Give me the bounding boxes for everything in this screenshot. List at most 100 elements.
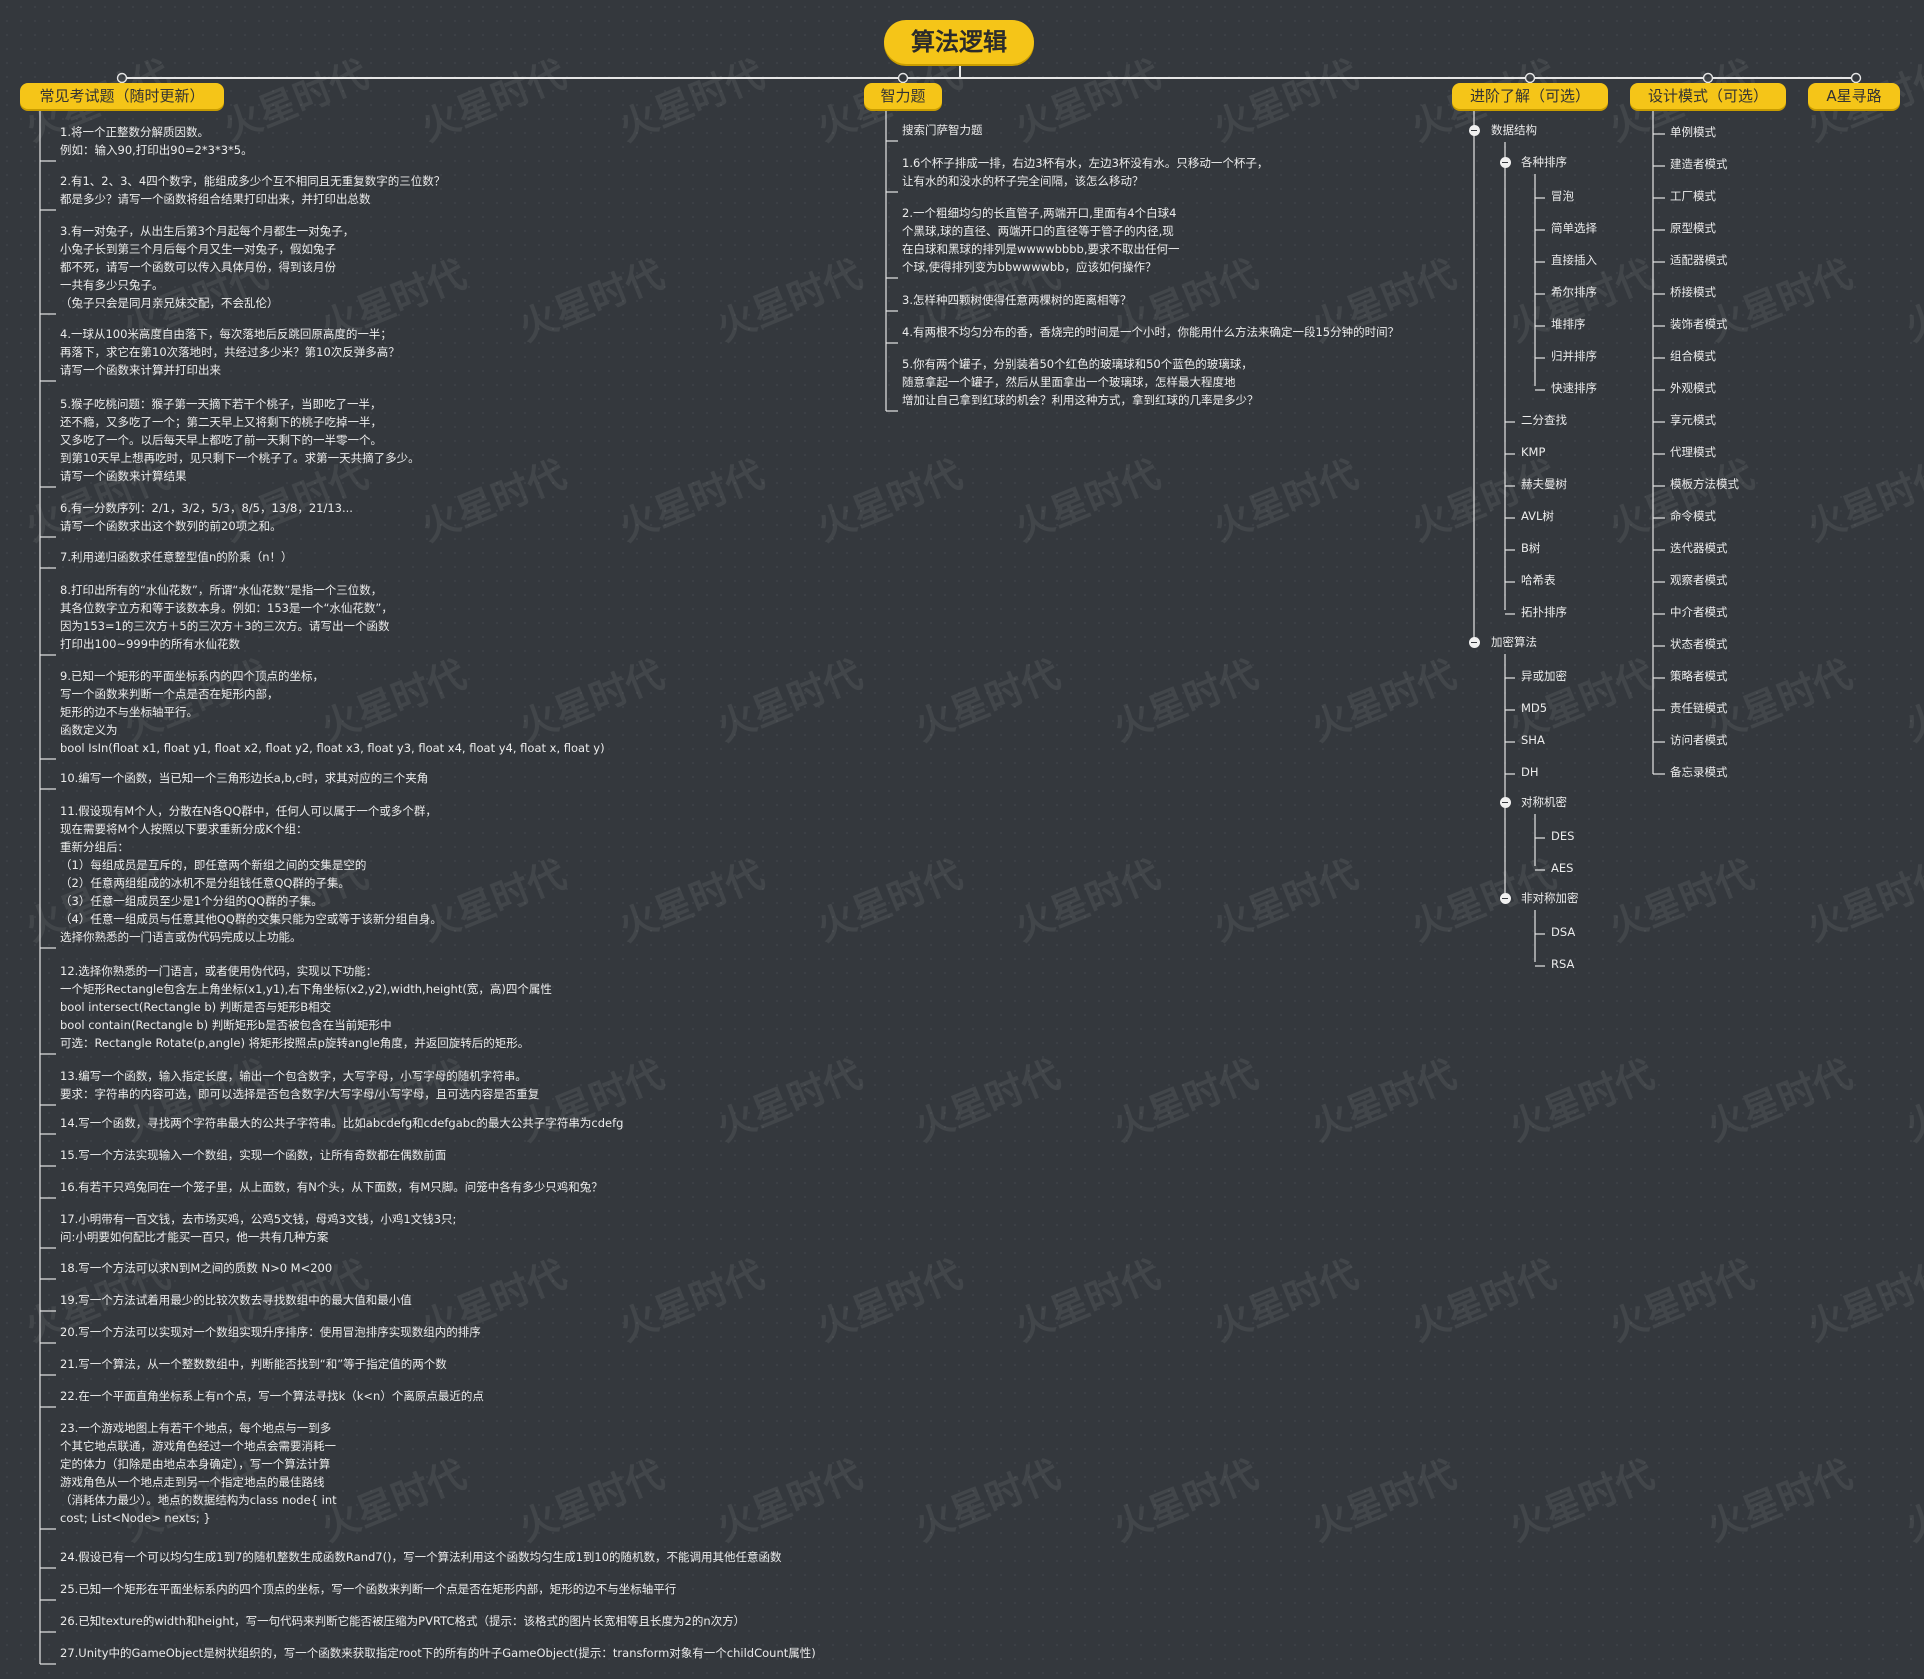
exam-question[interactable]: 25.已知一个矩形在平面坐标系内的四个顶点的坐标，写一个函数来判断一个点是否在矩…: [60, 1580, 676, 1598]
sort-algorithm[interactable]: 直接插入: [1551, 253, 1597, 267]
collapse-toggle-asymmetric[interactable]: [1499, 892, 1511, 904]
data-structure-topic[interactable]: B树: [1521, 541, 1541, 555]
iq-question[interactable]: 1.6个杯子排成一排，右边3杯有水，左边3杯没有水。只移动一个杯子，让有水的和没…: [902, 154, 1268, 190]
exam-question[interactable]: 27.Unity中的GameObject是树状组织的，写一个函数来获取指定roo…: [60, 1644, 816, 1662]
exam-question[interactable]: 5.猴子吃桃问题：猴子第一天摘下若干个桃子，当即吃了一半，还不瘾，又多吃了一个；…: [60, 395, 420, 485]
iq-question-line: 让有水的和没水的杯子完全间隔，该怎么移动？: [902, 174, 1144, 188]
encryption-topic[interactable]: MD5: [1521, 701, 1548, 715]
design-pattern[interactable]: 中介者模式: [1670, 605, 1728, 619]
symmetric-algorithm[interactable]: DES: [1551, 829, 1575, 843]
exam-question[interactable]: 13.编写一个函数，输入指定长度，输出一个包含数字，大写字母，小写字母的随机字符…: [60, 1067, 539, 1103]
design-pattern[interactable]: 建造者模式: [1670, 157, 1728, 171]
exam-question-line: 23.一个游戏地图上有若干个地点，每个地点与一到多: [60, 1421, 332, 1435]
iq-question[interactable]: 4.有两根不均匀分布的香，香烧完的时间是一个小时，你能用什么方法来确定一段15分…: [902, 323, 1399, 341]
exam-question-line: cost; List<Node> nexts; }: [60, 1511, 211, 1525]
exam-question[interactable]: 6.有一分数序列：2/1，3/2，5/3，8/5，13/8，21/13...请写…: [60, 499, 353, 535]
encryption-topic[interactable]: 异或加密: [1521, 669, 1567, 683]
data-structure-topic[interactable]: AVL树: [1521, 509, 1554, 523]
sort-algorithm[interactable]: 希尔排序: [1551, 285, 1597, 299]
design-pattern[interactable]: 组合模式: [1670, 349, 1716, 363]
design-pattern[interactable]: 享元模式: [1670, 413, 1716, 427]
exam-question-line: 游戏角色从一个地点走到另一个指定地点的最佳路线: [60, 1475, 325, 1489]
asymmetric-algorithm[interactable]: RSA: [1551, 957, 1575, 971]
sort-algorithm[interactable]: 归并排序: [1551, 349, 1597, 363]
exam-question[interactable]: 22.在一个平面直角坐标系上有n个点，写一个算法寻找k（k<n）个离原点最近的点: [60, 1387, 484, 1405]
exam-question-line: 到第10天早上想再吃时，见只剩下一个桃子了。求第一天共摘了多少。: [60, 451, 420, 465]
sort-algorithm[interactable]: 冒泡: [1551, 189, 1574, 203]
collapse-toggle-symmetric[interactable]: [1499, 796, 1511, 808]
design-pattern[interactable]: 观察者模式: [1670, 573, 1728, 587]
exam-question-line: 5.猴子吃桃问题：猴子第一天摘下若干个桃子，当即吃了一半，: [60, 397, 382, 411]
exam-question[interactable]: 26.已知texture的width和height，写一句代码来判断它能否被压缩…: [60, 1612, 745, 1630]
root-node[interactable]: 算法逻辑: [884, 20, 1034, 64]
node-asymmetric[interactable]: 非对称加密: [1521, 891, 1579, 905]
exam-question[interactable]: 9.已知一个矩形的平面坐标系内的四个顶点的坐标，写一个函数来判断一个点是否在矩形…: [60, 667, 605, 757]
node-encryption[interactable]: 加密算法: [1491, 635, 1537, 649]
design-pattern[interactable]: 工厂模式: [1670, 189, 1716, 203]
encryption-topic[interactable]: SHA: [1521, 733, 1545, 747]
branch-advanced[interactable]: 进阶了解（可选）: [1452, 83, 1608, 109]
branch-astar[interactable]: A星寻路: [1808, 83, 1900, 109]
sort-algorithm[interactable]: 简单选择: [1551, 221, 1597, 235]
exam-question[interactable]: 16.有若干只鸡兔同在一个笼子里，从上面数，有N个头，从下面数，有M只脚。问笼中…: [60, 1178, 603, 1196]
design-pattern[interactable]: 备忘录模式: [1670, 765, 1728, 779]
exam-question[interactable]: 20.写一个方法可以实现对一个数组实现升序排序：使用冒泡排序实现数组内的排序: [60, 1323, 481, 1341]
exam-question-line: 定的体力（扣除是由地点本身确定），写一个算法计算: [60, 1457, 331, 1471]
design-pattern[interactable]: 迭代器模式: [1670, 541, 1728, 555]
node-symmetric[interactable]: 对称机密: [1521, 795, 1567, 809]
exam-question[interactable]: 21.写一个算法，从一个整数数组中，判断能否找到“和”等于指定值的两个数: [60, 1355, 447, 1373]
branch-exam[interactable]: 常见考试题（随时更新）: [20, 83, 224, 109]
branch-patterns[interactable]: 设计模式（可选）: [1630, 83, 1786, 109]
data-structure-topic[interactable]: KMP: [1521, 445, 1546, 459]
data-structure-topic[interactable]: 拓扑排序: [1521, 605, 1567, 619]
data-structure-topic[interactable]: 哈希表: [1521, 573, 1556, 587]
iq-question[interactable]: 搜索门萨智力题: [902, 121, 983, 139]
data-structure-topic[interactable]: 二分查找: [1521, 413, 1567, 427]
branch-iq[interactable]: 智力题: [864, 83, 942, 109]
exam-question[interactable]: 2.有1、2、3、4四个数字，能组成多少个互不相同且无重复数字的三位数？都是多少…: [60, 172, 445, 208]
exam-question[interactable]: 1.将一个正整数分解质因数。例如：输入90,打印出90=2*3*3*5。: [60, 123, 253, 159]
exam-question[interactable]: 23.一个游戏地图上有若干个地点，每个地点与一到多个其它地点联通，游戏角色经过一…: [60, 1419, 337, 1527]
symmetric-algorithm[interactable]: AES: [1551, 861, 1574, 875]
exam-question[interactable]: 4.一球从100米高度自由落下，每次落地后反跳回原高度的一半；再落下，求它在第1…: [60, 325, 400, 379]
design-pattern[interactable]: 命令模式: [1670, 509, 1716, 523]
iq-question[interactable]: 5.你有两个罐子，分别装着50个红色的玻璃球和50个蓝色的玻璃球，随意拿起一个罐…: [902, 355, 1259, 409]
exam-question[interactable]: 11.假设现有M个人，分散在N各QQ群中，任何人可以属于一个或多个群，现在需要将…: [60, 802, 442, 946]
iq-question[interactable]: 3.怎样种四颗树使得任意两棵树的距离相等？: [902, 291, 1131, 309]
design-pattern[interactable]: 代理模式: [1670, 445, 1716, 459]
sort-algorithm[interactable]: 堆排序: [1551, 317, 1586, 331]
design-pattern[interactable]: 模板方法模式: [1670, 477, 1739, 491]
exam-question-line: 一个矩形Rectangle包含左上角坐标(x1,y1),右下角坐标(x2,y2)…: [60, 982, 552, 996]
exam-question[interactable]: 14.写一个函数，寻找两个字符串最大的公共子字符串。比如abcdefg和cdef…: [60, 1114, 623, 1132]
exam-question[interactable]: 3.有一对兔子，从出生后第3个月起每个月都生一对兔子，小兔子长到第三个月后每个月…: [60, 222, 354, 312]
exam-question[interactable]: 15.写一个方法实现输入一个数组，实现一个函数，让所有奇数都在偶数前面: [60, 1146, 446, 1164]
data-structure-topic[interactable]: 赫夫曼树: [1521, 477, 1567, 491]
design-pattern[interactable]: 责任链模式: [1670, 701, 1728, 715]
design-pattern[interactable]: 桥接模式: [1670, 285, 1716, 299]
collapse-toggle-sorting[interactable]: [1499, 156, 1511, 168]
exam-question[interactable]: 18.写一个方法可以求N到M之间的质数 N>0 M<200: [60, 1259, 332, 1277]
collapse-toggle-encryption[interactable]: [1468, 636, 1480, 648]
exam-question[interactable]: 10.编写一个函数，当已知一个三角形边长a,b,c时，求其对应的三个夹角: [60, 769, 428, 787]
exam-question[interactable]: 17.小明带有一百文钱，去市场买鸡，公鸡5文钱，母鸡3文钱，小鸡1文钱3只;问:…: [60, 1210, 456, 1246]
exam-question[interactable]: 19.写一个方法试着用最少的比较次数去寻找数组中的最大值和最小值: [60, 1291, 412, 1309]
design-pattern[interactable]: 外观模式: [1670, 381, 1716, 395]
design-pattern[interactable]: 状态者模式: [1670, 637, 1728, 651]
design-pattern[interactable]: 原型模式: [1670, 221, 1716, 235]
design-pattern[interactable]: 装饰者模式: [1670, 317, 1728, 331]
exam-question[interactable]: 12.选择你熟悉的一门语言，或者使用伪代码，实现以下功能：一个矩形Rectang…: [60, 962, 552, 1052]
node-data-structures[interactable]: 数据结构: [1491, 123, 1537, 137]
node-sorting[interactable]: 各种排序: [1521, 155, 1567, 169]
exam-question[interactable]: 8.打印出所有的“水仙花数”，所谓“水仙花数”是指一个三位数，其各位数字立方和等…: [60, 581, 393, 653]
encryption-topic[interactable]: DH: [1521, 765, 1539, 779]
exam-question[interactable]: 24.假设已有一个可以均匀生成1到7的随机整数生成函数Rand7()，写一个算法…: [60, 1548, 782, 1566]
design-pattern[interactable]: 策略者模式: [1670, 669, 1728, 683]
collapse-toggle-data-structures[interactable]: [1468, 124, 1480, 136]
design-pattern[interactable]: 单例模式: [1670, 125, 1716, 139]
design-pattern[interactable]: 访问者模式: [1670, 733, 1728, 747]
exam-question[interactable]: 7.利用递归函数求任意整型值n的阶乘（n！）: [60, 548, 293, 566]
sort-algorithm[interactable]: 快速排序: [1551, 381, 1597, 395]
asymmetric-algorithm[interactable]: DSA: [1551, 925, 1576, 939]
design-pattern[interactable]: 适配器模式: [1670, 253, 1728, 267]
